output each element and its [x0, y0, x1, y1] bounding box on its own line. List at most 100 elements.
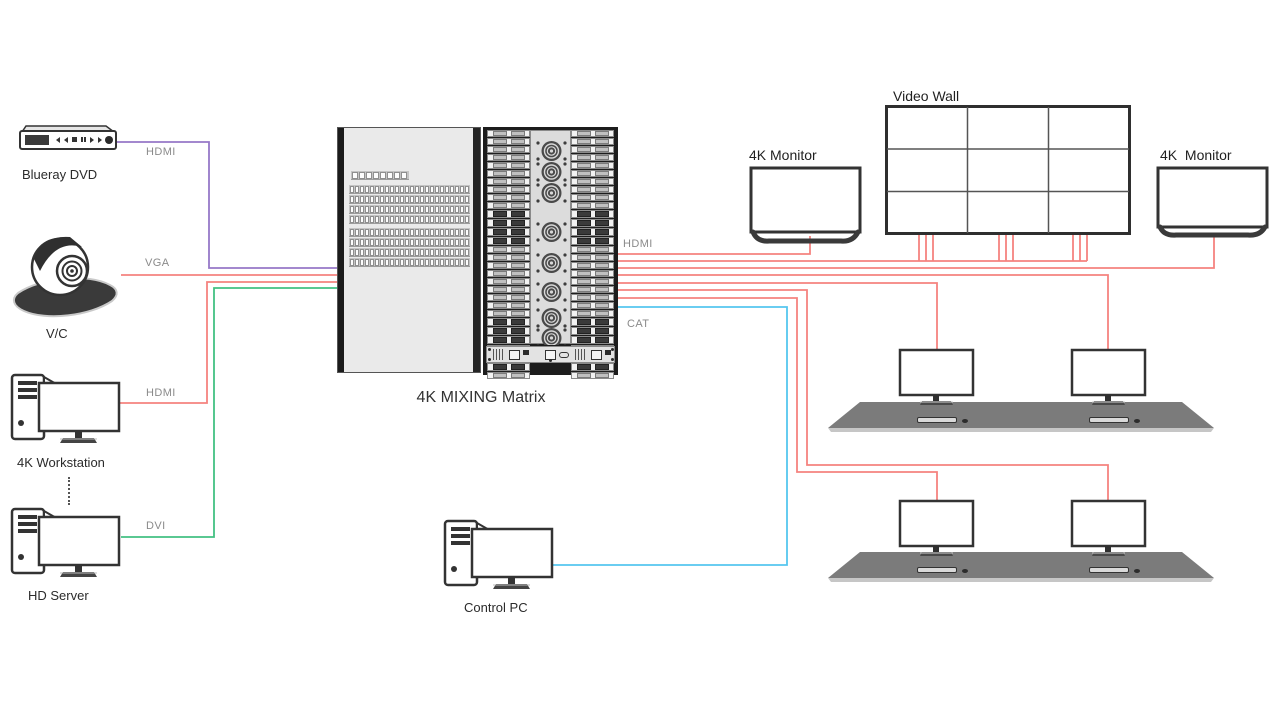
io-card-slot [487, 146, 530, 153]
more-sources-ellipsis [68, 477, 70, 505]
matrix-button [440, 259, 444, 266]
matrix-button [380, 239, 384, 246]
mouse-icon [1134, 419, 1140, 423]
matrix-button [400, 259, 404, 266]
matrix-button [385, 229, 389, 236]
matrix-button [380, 186, 384, 193]
io-card-slot [487, 336, 530, 344]
matrix-button [465, 259, 469, 266]
matrix-button [435, 229, 439, 236]
matrix-button [450, 249, 454, 256]
matrix-button [425, 216, 429, 223]
wire-out-desk2-right [616, 289, 1109, 503]
matrix-button [395, 216, 399, 223]
matrix-button [440, 249, 444, 256]
matrix-button [360, 259, 364, 266]
matrix-button [355, 196, 359, 203]
monitor-left-icon [749, 166, 863, 244]
io-card-slot [571, 146, 614, 153]
matrix-button [445, 229, 449, 236]
matrix-button [370, 186, 374, 193]
io-card-slot [571, 302, 614, 309]
matrix-button [425, 249, 429, 256]
matrix-button [405, 259, 409, 266]
matrix-button [410, 196, 414, 203]
io-card-slot [571, 294, 614, 301]
matrix-button [425, 239, 429, 246]
desk-1 [828, 402, 1218, 434]
wire-out-desk2-left [616, 297, 938, 503]
matrix-button [410, 206, 414, 213]
matrix-button [400, 196, 404, 203]
matrix-button-row [349, 195, 470, 204]
matrix-button [355, 249, 359, 256]
matrix-button-row [349, 185, 470, 194]
matrix-button [375, 196, 379, 203]
matrix-rear-panel [483, 127, 618, 379]
matrix-button [400, 206, 404, 213]
desk-2 [828, 552, 1218, 584]
io-card-slot [487, 154, 530, 161]
matrix-button [375, 239, 379, 246]
matrix-button [385, 206, 389, 213]
matrix-button [455, 216, 459, 223]
io-card-slot [487, 254, 530, 261]
io-card-slot [571, 162, 614, 169]
port-right-icon [591, 350, 602, 360]
matrix-button [350, 229, 354, 236]
matrix-button [390, 249, 394, 256]
matrix-button [445, 196, 449, 203]
matrix-button [445, 259, 449, 266]
io-card-slot [571, 237, 614, 245]
vent-right-icon [575, 349, 586, 360]
matrix-button [355, 229, 359, 236]
matrix-button [375, 249, 379, 256]
io-card-slot [487, 278, 530, 285]
screw-icon [488, 358, 491, 361]
matrix-button [375, 186, 379, 193]
matrix-button [435, 249, 439, 256]
matrix-button [390, 206, 394, 213]
matrix-button-row [349, 258, 470, 267]
monitor-right-label: 4K Monitor [1160, 147, 1232, 163]
blueray-dvd-label: Blueray DVD [22, 167, 98, 182]
workstation-label: 4K Workstation [17, 455, 105, 470]
matrix-button [375, 259, 379, 266]
matrix-button [455, 196, 459, 203]
matrix-bottom-panel [486, 346, 615, 363]
matrix-button [410, 249, 414, 256]
matrix-button [400, 216, 404, 223]
keyboard-icon [917, 417, 957, 423]
port-left-icon [509, 350, 520, 360]
io-card-slot [571, 270, 614, 277]
screw-icon [611, 348, 614, 351]
workstation-cable-label: HDMI [146, 387, 176, 399]
workstation-icon [10, 372, 122, 446]
wire-out-desk1-right [616, 274, 1109, 352]
matrix-button [365, 206, 369, 213]
io-card-slot [487, 262, 530, 269]
matrix-button [350, 186, 354, 193]
matrix-button [405, 216, 409, 223]
io-card-slot [487, 246, 530, 253]
io-card-slot [571, 372, 614, 379]
desk1-monitor-left-icon [898, 348, 976, 406]
matrix-button [460, 249, 464, 256]
io-card-slot [571, 194, 614, 201]
matrix-button [450, 229, 454, 236]
matrix-front-left-edge [338, 128, 344, 372]
matrix-button [385, 239, 389, 246]
matrix-button [405, 239, 409, 246]
matrix-button [410, 216, 414, 223]
matrix-button [366, 172, 372, 179]
matrix-button [360, 249, 364, 256]
matrix-button [430, 239, 434, 246]
matrix-button [415, 206, 419, 213]
matrix-front-right-edge [473, 128, 480, 372]
matrix-button [410, 259, 414, 266]
matrix-button [380, 172, 386, 179]
io-card-slot [571, 286, 614, 293]
matrix-button [355, 206, 359, 213]
matrix-button [359, 172, 365, 179]
